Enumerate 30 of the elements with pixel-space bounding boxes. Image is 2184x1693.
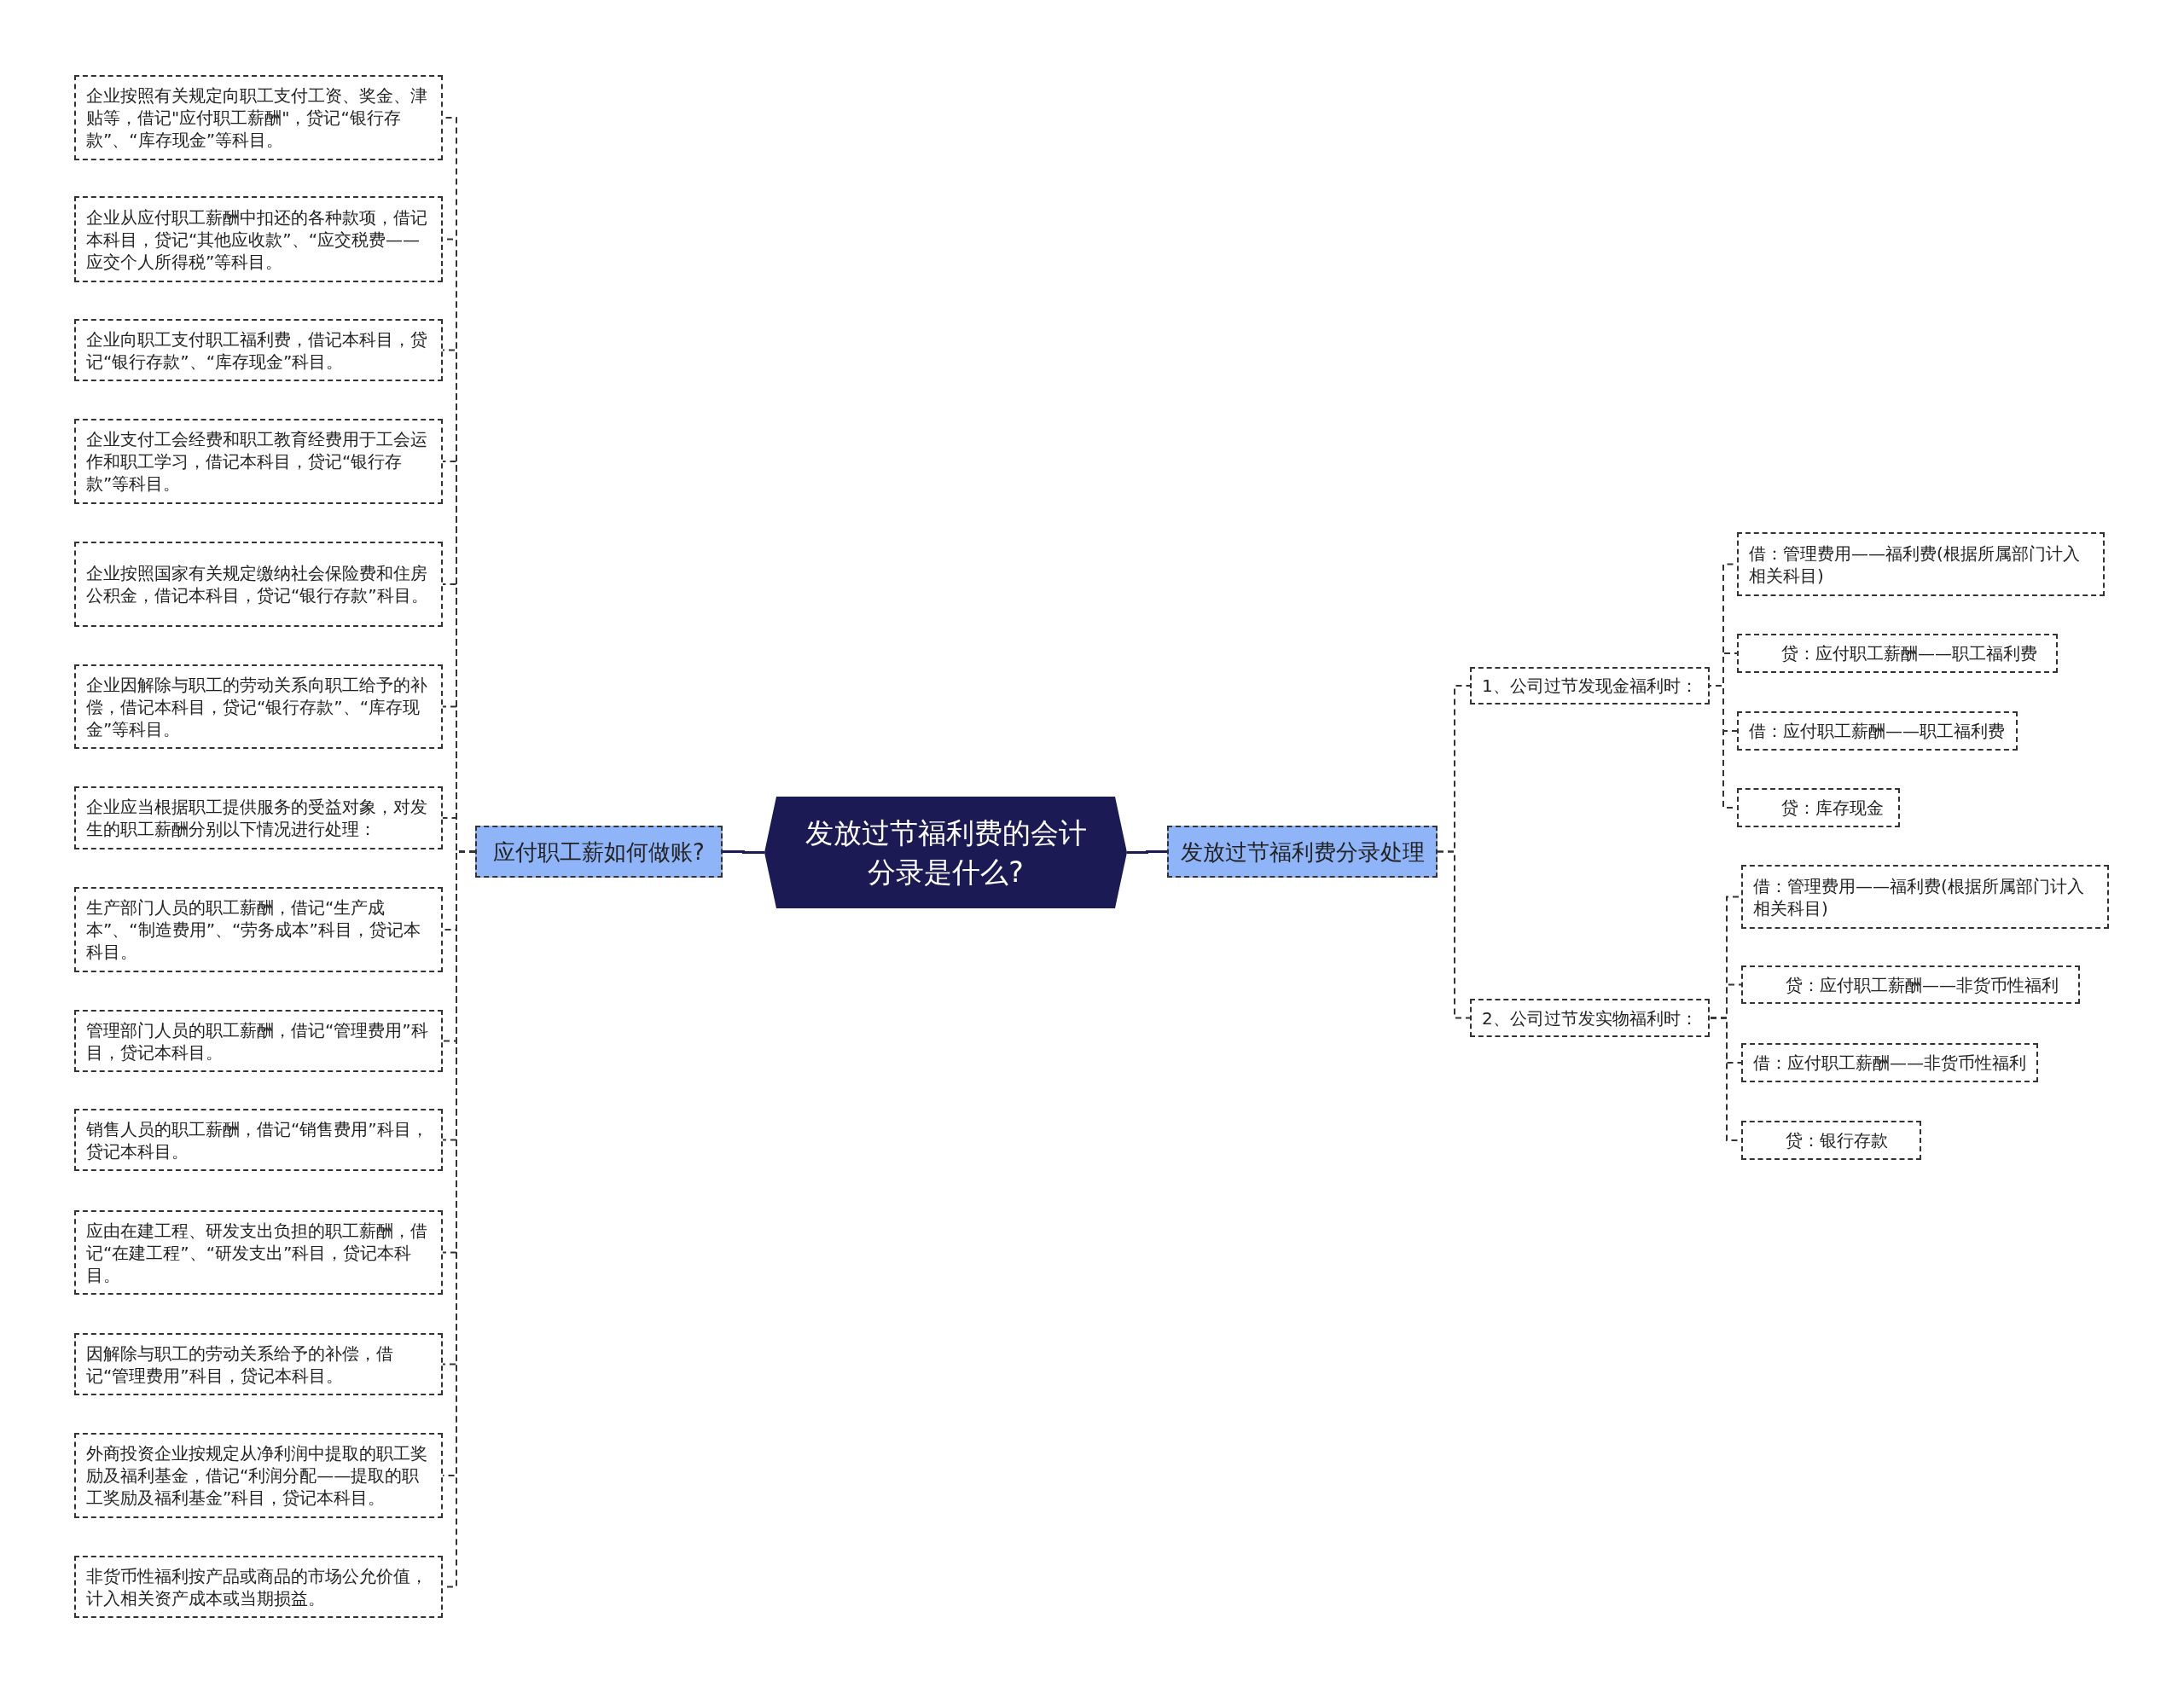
note-box: 1、公司过节发现金福利时： xyxy=(1470,667,1710,704)
note-box: 非货币性福利按产品或商品的市场公允价值，计入相关资产成本或当期损益。 xyxy=(74,1556,443,1618)
note-box: 企业应当根据职工提供服务的受益对象，对发生的职工薪酬分别以下情况进行处理： xyxy=(74,786,443,849)
note-box: 企业向职工支付职工福利费，借记本科目，贷记“银行存款”、“库存现金”科目。 xyxy=(74,319,443,381)
note-box: 借：管理费用——福利费(根据所属部门计入相关科目) xyxy=(1737,532,2105,596)
note-box: 贷：应付职工薪酬——非货币性福利 xyxy=(1741,965,2080,1004)
note-box: 因解除与职工的劳动关系给予的补偿，借记“管理费用”科目，贷记本科目。 xyxy=(74,1333,443,1395)
note-box: 生产部门人员的职工薪酬，借记“生产成本”、“制造费用”、“劳务成本”科目，贷记本科目。 xyxy=(74,887,443,972)
note-box: 销售人员的职工薪酬，借记“销售费用”科目，贷记本科目。 xyxy=(74,1109,443,1171)
note-box: 外商投资企业按规定从净利润中提取的职工奖励及福利基金，借记“利润分配——提取的职工奖励及福利基金”科目，贷记本科目。 xyxy=(74,1433,443,1518)
note-box: 应由在建工程、研发支出负担的职工薪酬，借记“在建工程”、“研发支出”科目，贷记本科目。 xyxy=(74,1210,443,1295)
note-box: 企业因解除与职工的劳动关系向职工给予的补偿，借记本科目，贷记“银行存款”、“库存现金”等科目。 xyxy=(74,664,443,749)
topic-hexagon: 发放过节福利费的会计分录是什么? xyxy=(764,797,1127,908)
note-box: 企业支付工会经费和职工教育经费用于工会运作和职工学习，借记本科目，贷记“银行存款”等科目。 xyxy=(74,419,443,504)
note-box: 管理部门人员的职工薪酬，借记“管理费用”科目，贷记本科目。 xyxy=(74,1010,443,1072)
note-box: 贷：银行存款 xyxy=(1741,1121,1921,1160)
branch-box: 发放过节福利费分录处理 xyxy=(1167,826,1438,878)
note-box: 借：应付职工薪酬——职工福利费 xyxy=(1737,711,2018,751)
connector-line xyxy=(1437,850,1471,1019)
connector-line xyxy=(723,850,764,854)
note-box: 企业从应付职工薪酬中扣还的各种款项，借记本科目，贷记“其他应收款”、“应交税费——应交个人所得税”等科目。 xyxy=(74,196,443,282)
connector-line xyxy=(1127,850,1167,854)
note-box: 2、公司过节发实物福利时： xyxy=(1470,999,1710,1037)
note-box: 贷：应付职工薪酬——职工福利费 xyxy=(1737,634,2058,673)
note-box: 贷：库存现金 xyxy=(1737,788,1900,827)
branch-box: 应付职工薪如何做账? xyxy=(475,826,723,878)
note-box: 企业按照有关规定向职工支付工资、奖金、津贴等，借记"应付职工薪酬"，贷记“银行存款”、“库存现金”等科目。 xyxy=(74,75,443,160)
note-box: 借：应付职工薪酬——非货币性福利 xyxy=(1741,1043,2038,1082)
note-box: 借：管理费用——福利费(根据所属部门计入相关科目) xyxy=(1741,865,2109,929)
note-box: 企业按照国家有关规定缴纳社会保险费和住房公积金，借记本科目，贷记“银行存款”科目。 xyxy=(74,542,443,627)
